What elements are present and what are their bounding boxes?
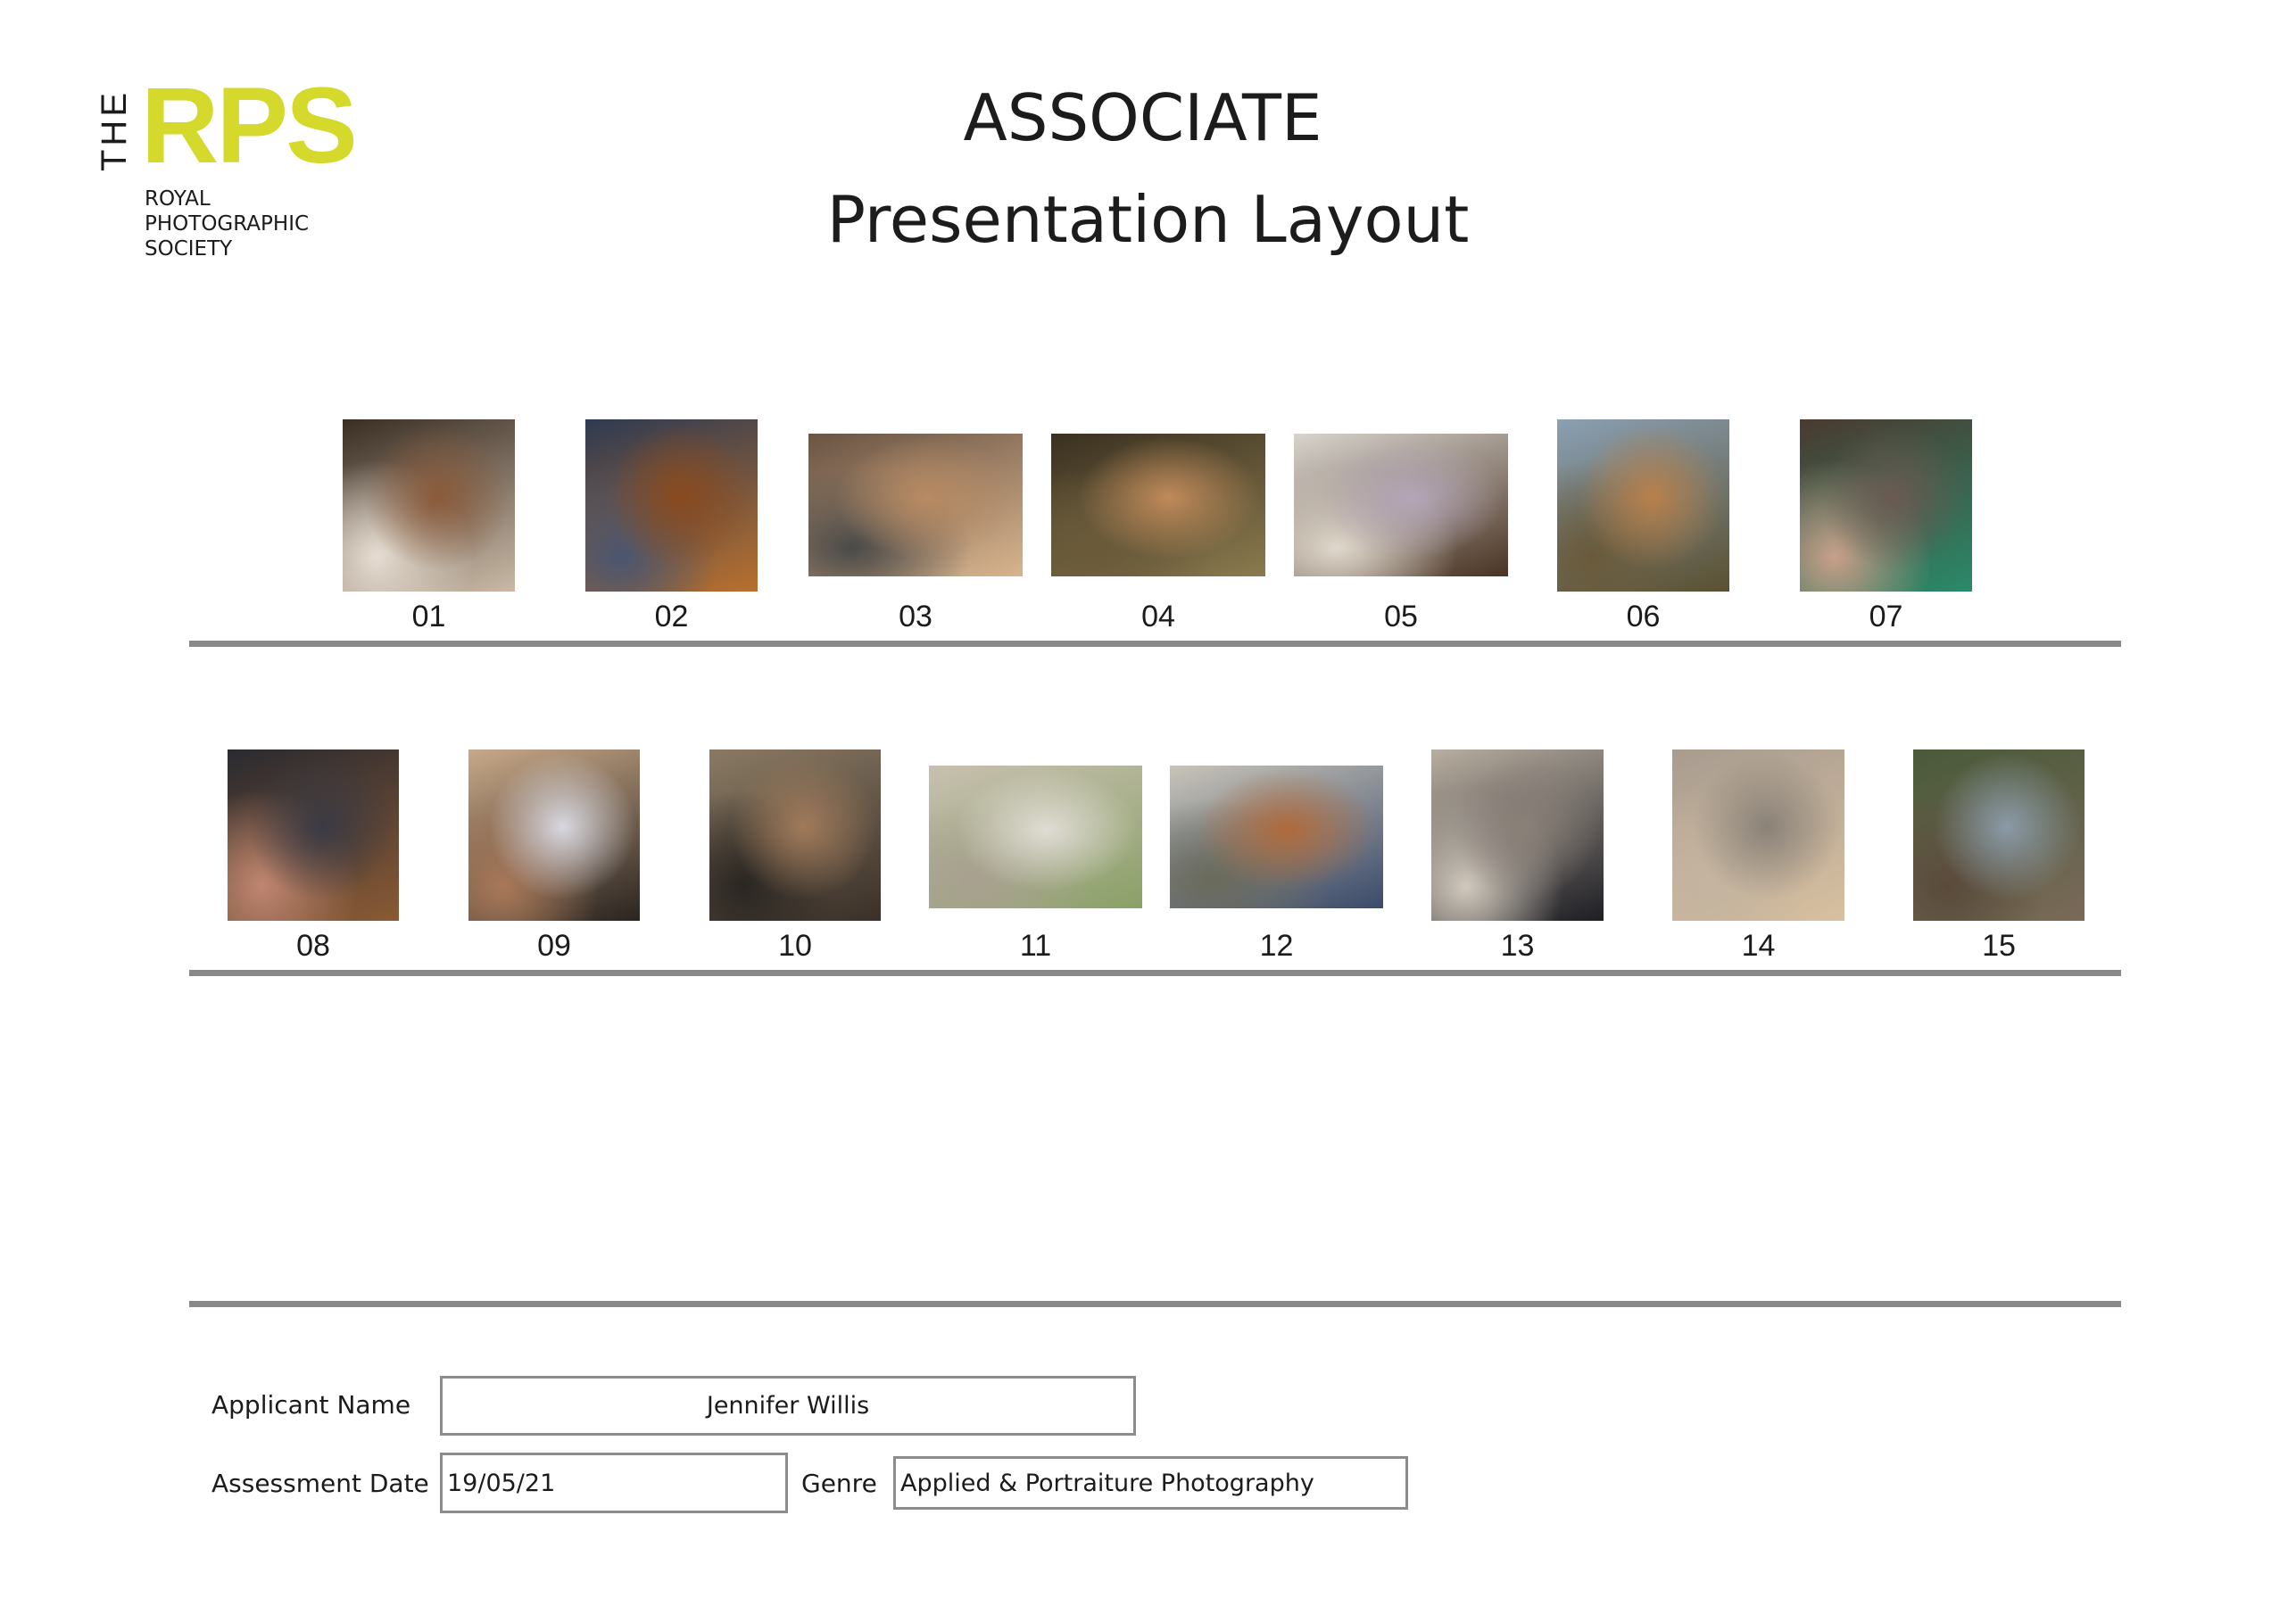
photo-number-label: 14 bbox=[1741, 929, 1776, 963]
photo-thumbnail[interactable] bbox=[1800, 419, 1972, 592]
photo-image bbox=[1431, 749, 1604, 921]
photo-thumbnail[interactable] bbox=[228, 749, 399, 921]
applicant-name-label: Applicant Name bbox=[211, 1390, 411, 1420]
applicant-name-field[interactable]: Jennifer Willis bbox=[440, 1376, 1136, 1436]
applicant-name-value: Jennifer Willis bbox=[706, 1392, 870, 1420]
assessment-date-label: Assessment Date bbox=[211, 1469, 429, 1498]
photo-thumbnail[interactable] bbox=[1913, 749, 2085, 921]
photo-number-label: 11 bbox=[1019, 929, 1052, 963]
photo-thumbnail[interactable] bbox=[1051, 434, 1265, 576]
photo-number-label: 06 bbox=[1626, 600, 1661, 633]
photo-thumbnail[interactable] bbox=[1431, 749, 1604, 921]
genre-value: Applied & Portraiture Photography bbox=[900, 1469, 1314, 1497]
photo-image bbox=[468, 749, 640, 921]
photo-number-label: 13 bbox=[1500, 929, 1535, 963]
page-subtitle: Presentation Layout bbox=[826, 182, 1470, 257]
photo-number-label: 10 bbox=[778, 929, 812, 963]
assessment-date-field[interactable]: 19/05/21 bbox=[440, 1453, 788, 1513]
photo-thumbnail[interactable] bbox=[1294, 434, 1508, 576]
photo-number-label: 07 bbox=[1869, 600, 1903, 633]
row-divider bbox=[189, 641, 2121, 647]
page-title: ASSOCIATE bbox=[963, 80, 1322, 155]
logo-line-photographic: PHOTOGRAPHIC bbox=[145, 212, 310, 236]
photo-image bbox=[808, 434, 1023, 576]
logo-wordmark: ROYAL PHOTOGRAPHIC SOCIETY bbox=[145, 186, 309, 261]
photo-number-label: 03 bbox=[899, 600, 932, 633]
row-divider bbox=[189, 970, 2121, 976]
photo-number-label: 04 bbox=[1141, 600, 1175, 633]
photo-image bbox=[1294, 434, 1508, 576]
photo-number-label: 12 bbox=[1259, 929, 1294, 963]
photo-number-label: 02 bbox=[654, 600, 689, 633]
photo-image bbox=[228, 749, 399, 921]
photo-image bbox=[585, 419, 758, 592]
bottom-divider bbox=[189, 1301, 2121, 1307]
photo-thumbnail[interactable] bbox=[468, 749, 640, 921]
photo-image bbox=[1170, 766, 1383, 908]
photo-thumbnail[interactable] bbox=[1170, 766, 1383, 908]
photo-number-label: 01 bbox=[411, 600, 446, 633]
photo-image bbox=[1800, 419, 1972, 592]
photo-image bbox=[1672, 749, 1844, 921]
photo-image bbox=[1557, 419, 1729, 592]
assessment-date-value: 19/05/21 bbox=[447, 1469, 556, 1497]
photo-thumbnail[interactable] bbox=[585, 419, 758, 592]
genre-field[interactable]: Applied & Portraiture Photography bbox=[893, 1456, 1408, 1510]
photo-image bbox=[343, 419, 515, 592]
photo-thumbnail[interactable] bbox=[1557, 419, 1729, 592]
photo-image bbox=[1913, 749, 2085, 921]
photo-thumbnail[interactable] bbox=[709, 749, 881, 921]
photo-number-label: 08 bbox=[296, 929, 330, 963]
photo-number-label: 05 bbox=[1384, 600, 1418, 633]
photo-number-label: 09 bbox=[537, 929, 571, 963]
logo-line-royal: ROYAL bbox=[145, 187, 211, 211]
photo-image bbox=[1051, 434, 1265, 576]
photo-image bbox=[709, 749, 881, 921]
genre-label: Genre bbox=[801, 1469, 877, 1498]
photo-image bbox=[929, 766, 1142, 908]
photo-thumbnail[interactable] bbox=[343, 419, 515, 592]
logo-line-society: SOCIETY bbox=[145, 237, 233, 261]
photo-thumbnail[interactable] bbox=[808, 434, 1023, 576]
logo-mark: RPS bbox=[141, 64, 358, 186]
photo-thumbnail[interactable] bbox=[929, 766, 1142, 908]
photo-thumbnail[interactable] bbox=[1672, 749, 1844, 921]
photo-number-label: 15 bbox=[1982, 929, 2016, 963]
